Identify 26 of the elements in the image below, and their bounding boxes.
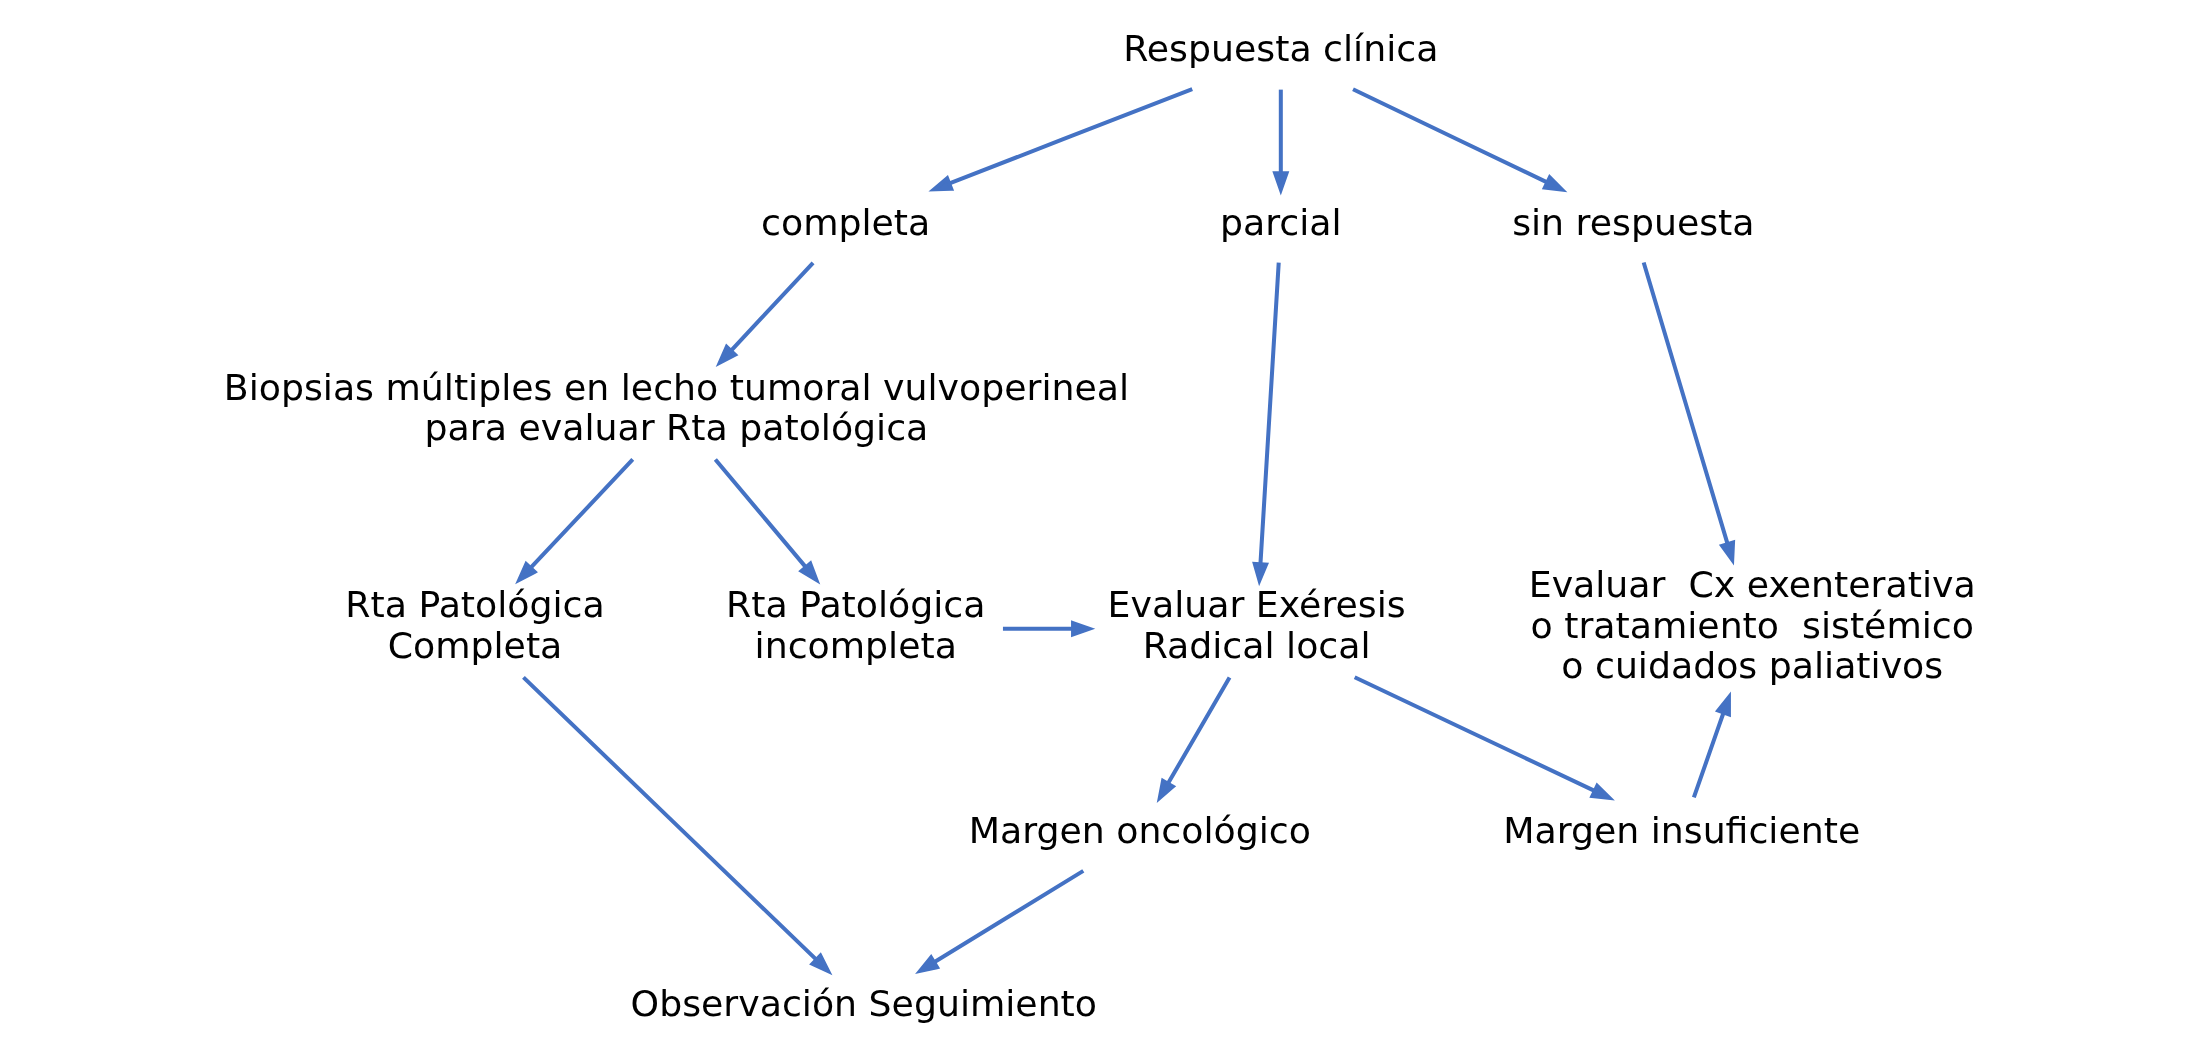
- arrow: [914, 869, 1084, 974]
- node-text: Rta Patológica Completa: [344, 583, 605, 667]
- arrow: [1351, 87, 1567, 193]
- arrow: [1251, 262, 1281, 587]
- node-text: Evaluar Cx exenterativa o tratamiento sistémico o cuidados paliativos: [1528, 563, 1976, 687]
- node-text: parcial: [1219, 200, 1342, 244]
- arrow: [1002, 620, 1095, 638]
- arrow: [927, 87, 1193, 192]
- arrow: [715, 261, 815, 368]
- node-text: Margen oncológico: [968, 809, 1311, 853]
- node-text: Rta Patológica incompleta: [725, 583, 985, 667]
- node-text: Evaluar Exéresis Radical local: [1107, 583, 1406, 667]
- arrow: [521, 675, 832, 976]
- arrow: [1353, 675, 1615, 801]
- arrow: [1691, 691, 1731, 799]
- node-text: Margen insuficiente: [1502, 809, 1860, 853]
- arrow: [713, 458, 820, 585]
- node-text: completa: [760, 200, 930, 244]
- node-text: Respuesta clínica: [1122, 27, 1438, 71]
- node-text: Biopsias múltiples en lecho tumoral vulvoperineal para evaluar Rta patológica: [223, 365, 1129, 450]
- arrow: [1156, 676, 1231, 803]
- node-text: sin respuesta: [1511, 200, 1755, 244]
- arrow: [1271, 89, 1289, 196]
- arrow: [1641, 261, 1735, 566]
- arrow: [514, 458, 634, 585]
- node-text: Observación Seguimiento: [630, 982, 1097, 1026]
